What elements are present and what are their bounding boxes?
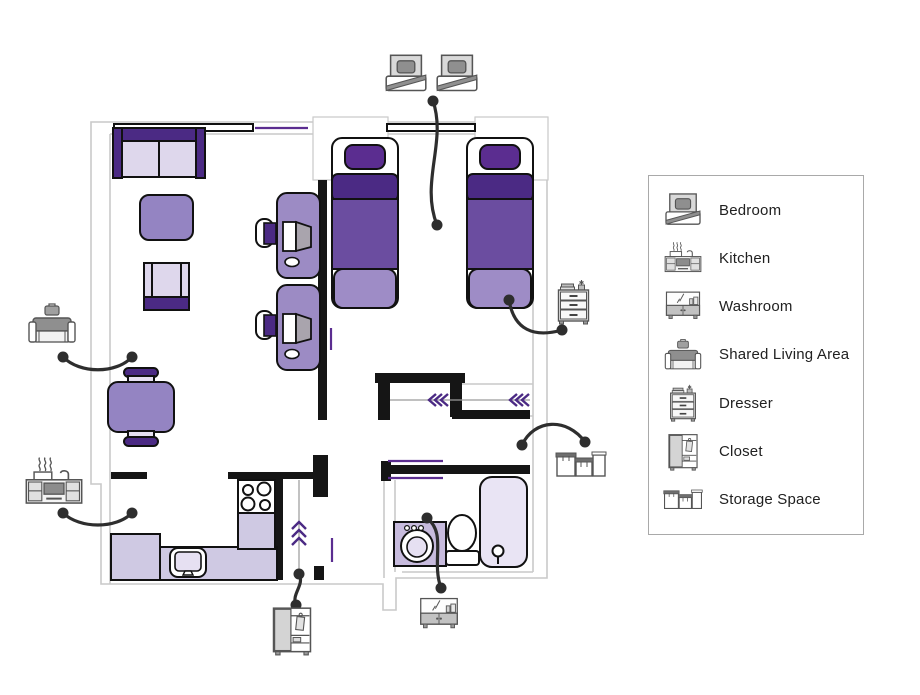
bed-1 [331,137,399,309]
interior-walls [111,180,530,580]
monitor-icon [282,313,297,344]
callout-washroom [425,516,443,590]
storage-icon [555,451,607,477]
closet-nook [291,480,307,572]
legend-label: Washroom [719,298,793,316]
sink [169,547,207,578]
bed-icon [436,54,478,92]
dresser-icon [557,279,590,325]
legend-item-storage-space: Storage Space [663,478,863,522]
callout-kitchen [61,511,134,527]
armchair [143,262,190,311]
desk-1 [255,192,321,279]
callout-bedroom [429,99,439,227]
desk-2 [255,284,321,371]
monitor-icon [282,221,297,252]
legend-label: Closet [719,443,763,461]
legend-item-dresser: Dresser [663,381,863,425]
legend-label: Dresser [719,394,773,412]
closet-icon [663,432,703,472]
legend-label: Shared Living Area [719,346,850,364]
dining-set [107,367,175,447]
callout-storage [520,422,587,447]
legend-item-shared-living-area: Shared Living Area [663,333,863,377]
callout-dresser [507,298,564,335]
coffee-table [139,194,194,241]
bed-icon [663,190,703,230]
washroom-icon [420,597,458,629]
kitchen-icon [25,457,83,505]
bed-icon [385,54,427,92]
legend-box: Bedroom Kitchen Washroom Shared Living A… [648,175,864,535]
bathtub [479,476,528,568]
couch [112,127,206,179]
hallway-slider [390,393,530,407]
closet-icon [272,607,312,656]
door-markers [329,328,443,562]
legend-item-bedroom: Bedroom [663,188,863,232]
legend-label: Kitchen [719,249,771,267]
legend-label: Storage Space [719,491,821,509]
sofa-icon [28,303,76,343]
bed-2 [466,137,534,309]
stove [237,479,276,514]
callout-living [61,355,134,372]
dresser-icon [663,383,703,423]
toilet [445,514,480,566]
legend-label: Bedroom [719,201,782,219]
washroom-icon [663,287,703,327]
legend-item-washroom: Washroom [663,285,863,329]
legend-item-kitchen: Kitchen [663,236,863,280]
sofa-icon [663,335,703,375]
storage-icon [663,480,703,520]
kitchen-icon [663,238,703,278]
legend-item-closet: Closet [663,430,863,474]
